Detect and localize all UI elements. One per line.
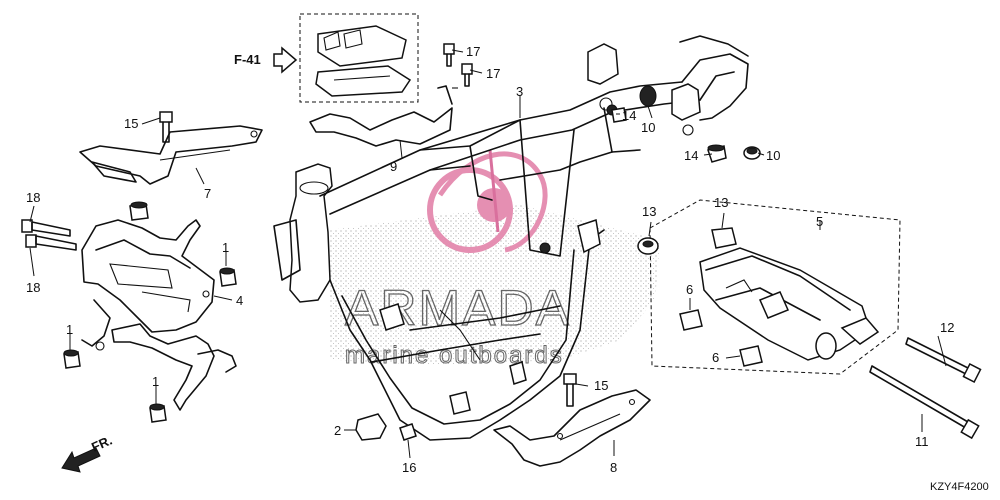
callout-8: 8 [610, 460, 617, 475]
leader-lines [29, 49, 947, 459]
callout-6: 6 [712, 350, 719, 365]
clamp-2 [355, 413, 387, 441]
callout-4: 4 [236, 293, 243, 308]
bolt-16 [399, 423, 417, 441]
engine-hanger-group [649, 199, 901, 375]
callout-7: 7 [204, 186, 211, 201]
callout-14: 14 [684, 148, 698, 163]
bracket-assembly-4 [81, 219, 237, 411]
bolt-18-upper [21, 219, 71, 237]
callout-2: 2 [334, 423, 341, 438]
bracket-7 [79, 125, 263, 185]
callout-1: 1 [152, 374, 159, 389]
bolt-18-lower [25, 234, 77, 251]
grommet-10-a [639, 85, 657, 107]
grommet-14-a [611, 107, 627, 123]
bolt-12 [905, 337, 982, 383]
armada-watermark: ARMADA marine outboards [330, 149, 660, 370]
bolt-15-upper [159, 111, 173, 143]
bushing-1-b [63, 349, 81, 369]
direction-label: FR. [89, 433, 114, 455]
ref-section-label: F-41 [234, 52, 261, 67]
callout-18: 18 [26, 190, 40, 205]
diagram-code: KZY4F4200 [930, 481, 989, 493]
callout-13: 13 [642, 204, 656, 219]
callout-10: 10 [766, 148, 780, 163]
callout-3: 3 [516, 84, 523, 99]
hanger-dashed-box [649, 199, 901, 375]
front-direction-icon [61, 447, 101, 473]
callout-14: 14 [622, 108, 636, 123]
callout-1: 1 [66, 322, 73, 337]
collar-6-a [679, 309, 703, 331]
grommet-14-b [707, 144, 727, 163]
main-frame-3 [273, 35, 749, 441]
callout-16: 16 [402, 460, 416, 475]
callout-5: 5 [816, 214, 823, 229]
bolt-17-upper [443, 43, 455, 67]
callout-11: 11 [915, 434, 929, 449]
bolt-17-lower [461, 63, 473, 87]
grommet-10-b [743, 146, 761, 160]
callout-9: 9 [390, 159, 397, 174]
callout-15: 15 [594, 378, 608, 393]
callout-10: 10 [641, 120, 655, 135]
collar-6-b [739, 345, 763, 367]
ref-arrow-icon [273, 46, 298, 74]
bushing-1-c [149, 403, 167, 423]
callout-18: 18 [26, 280, 40, 295]
ref-dashed-box [299, 13, 419, 103]
bushing-13-b [711, 227, 737, 249]
callout-17: 17 [466, 44, 480, 59]
ecu-group [299, 13, 419, 103]
bolt-11 [869, 365, 980, 440]
bolt-15-lower [563, 373, 577, 407]
callout-13: 13 [714, 195, 728, 210]
callout-17: 17 [486, 66, 500, 81]
watermark-subtitle: marine outboards [345, 342, 564, 369]
bracket-8 [493, 389, 651, 467]
bushing-top-left [129, 201, 149, 221]
stipple-background [330, 205, 660, 365]
bushing-1-a [219, 267, 237, 287]
bracket-9 [309, 85, 458, 147]
callout-1: 1 [222, 240, 229, 255]
callout-12: 12 [940, 320, 954, 335]
callout-6: 6 [686, 282, 693, 297]
bushing-13-a [637, 237, 659, 255]
armada-logo-icon [427, 149, 548, 253]
callout-15: 15 [124, 116, 138, 131]
callouts: 1 1 1 2 3 4 5 6 6 7 8 9 10 10 11 12 13 1… [26, 44, 954, 475]
